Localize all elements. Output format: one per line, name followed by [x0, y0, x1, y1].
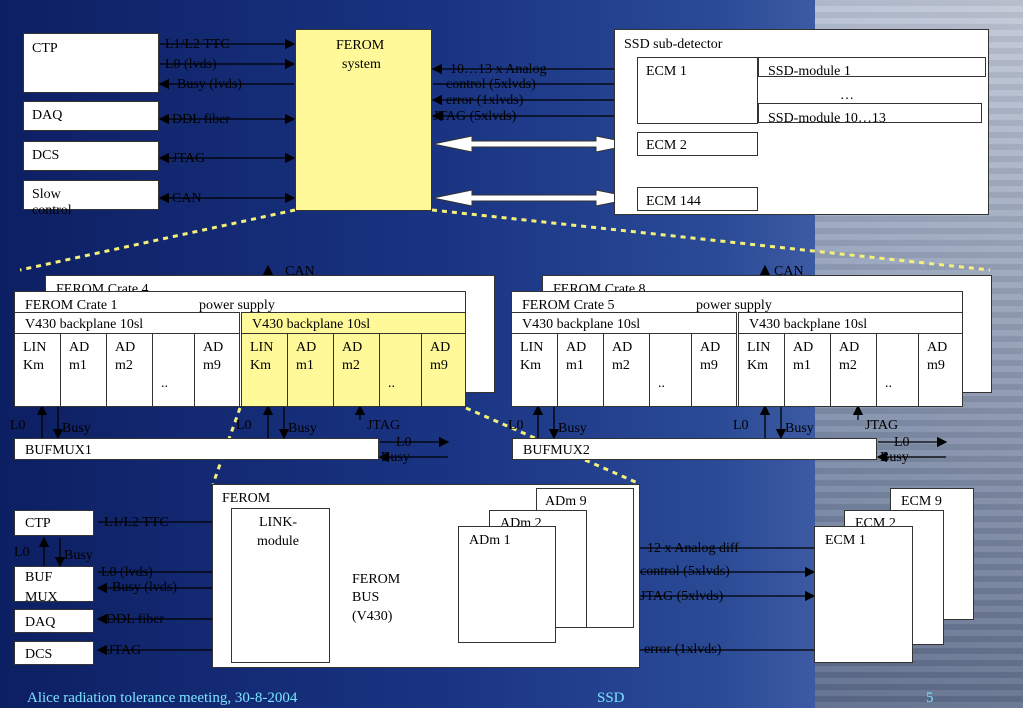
label-l0: L0	[10, 418, 26, 433]
label-busy-lvds: Busy (lvds)	[177, 77, 242, 92]
label-busy: Busy	[288, 421, 317, 436]
slow-control-box: Slow control	[23, 180, 159, 218]
label-jtag: JTAG	[172, 151, 206, 166]
footer-meeting: Alice radiation tolerance meeting, 30-8-…	[27, 690, 298, 706]
ctp-box: CTP	[14, 510, 94, 536]
label-busy: Busy	[558, 421, 587, 436]
adm2-slot: AD	[115, 340, 136, 355]
footer-topic: SSD	[597, 690, 625, 706]
ecm2-box: ECM 2	[637, 132, 758, 156]
label-busy: Busy	[62, 421, 91, 436]
label-jtag: JTAG	[865, 418, 899, 433]
label-l0: L0	[733, 418, 749, 433]
label-l1l2-ttc: L1/L2 TTC	[104, 515, 169, 530]
linkm-slot: LIN	[747, 340, 771, 355]
linkm-slot: LIN	[520, 340, 544, 355]
label-can: CAN	[172, 191, 202, 206]
adm2-slot: AD	[839, 340, 860, 355]
adm1-slot: AD	[566, 340, 587, 355]
label-busy: Busy	[64, 548, 93, 563]
label-ddl-fiber: DDL fiber	[106, 612, 165, 627]
adm9-slot: AD	[927, 340, 948, 355]
label-busy: Busy	[381, 450, 410, 465]
ssd-module-1-box: SSD-module 1	[758, 57, 986, 79]
linkm-slot: LIN	[250, 340, 274, 355]
label-busy: Busy	[880, 450, 909, 465]
ferom-system-box: FEROM system	[295, 29, 432, 211]
label-jtag5: JTAG (5xlvds)	[640, 589, 724, 604]
label-busy: Busy	[785, 421, 814, 436]
slot-ellipsis: ..	[885, 376, 892, 391]
label-analog: 10…13 x Analog	[450, 62, 547, 77]
label-l0: L0	[236, 418, 252, 433]
label-control: control (5xlvds)	[446, 77, 536, 92]
slot-ellipsis: ..	[388, 376, 395, 391]
ferom-bus-label-2: BUS	[352, 590, 380, 605]
adm2-slot: AD	[612, 340, 633, 355]
adm9-slot: AD	[700, 340, 721, 355]
adm9-slot: AD	[203, 340, 224, 355]
label-jtag: JTAG	[367, 418, 401, 433]
label-jtag: JTAG	[108, 643, 142, 658]
link-module-box: LINK- module	[231, 508, 330, 663]
label-analog-diff: 12 x Analog diff	[647, 541, 739, 556]
label-l0-lvds: L0 (lvds)	[101, 565, 153, 580]
bufmux2-box: BUFMUX2	[512, 438, 877, 460]
label-l0: L0	[508, 418, 524, 433]
slot-ellipsis: ..	[658, 376, 665, 391]
adm2-slot: AD	[342, 340, 363, 355]
label-l0: L0	[396, 435, 412, 450]
label-control: control (5xlvds)	[640, 564, 730, 579]
ssd-module-ellipsis: …	[840, 88, 854, 103]
label-l0: L0	[894, 435, 910, 450]
daq-box: DAQ	[14, 609, 94, 633]
linkm-slot: LIN	[23, 340, 47, 355]
adm1-slot: AD	[69, 340, 90, 355]
ssd-module-10-box: SSD-module 10…13	[758, 103, 982, 126]
label-error: error (1xlvds)	[644, 642, 722, 657]
adm1-slot: AD	[296, 340, 317, 355]
adm9-slot: AD	[430, 340, 451, 355]
label-ddl-fiber: DDL fiber	[172, 112, 231, 127]
label-l0: L0	[14, 545, 30, 560]
label-error: error (1xlvds)	[446, 93, 524, 108]
label-jtag5: JTAG (5xlvds)	[433, 109, 517, 124]
dcs-box: DCS	[14, 641, 94, 665]
ferom-bus-label-3: (V430)	[352, 609, 393, 624]
label-busy-lvds: Busy (lvds)	[112, 580, 177, 595]
bufmux1-box: BUFMUX1	[14, 438, 379, 460]
ctp-box: CTP	[23, 33, 159, 93]
ferom-bus-label: FEROM	[352, 572, 401, 587]
daq-box: DAQ	[23, 101, 159, 131]
label-l0-lvds: L0 (lvds)	[165, 57, 217, 72]
ecm1-box: ECM 1	[637, 57, 758, 124]
adm1-box: ADm 1	[458, 526, 556, 643]
page-number: 5	[926, 690, 934, 706]
slot-ellipsis: ..	[161, 376, 168, 391]
label-l1l2-ttc: L1/L2 TTC	[165, 37, 230, 52]
adm1-slot: AD	[793, 340, 814, 355]
ecm1-box: ECM 1	[814, 526, 913, 663]
dcs-box: DCS	[23, 141, 159, 171]
ecm144-box: ECM 144	[637, 187, 758, 211]
